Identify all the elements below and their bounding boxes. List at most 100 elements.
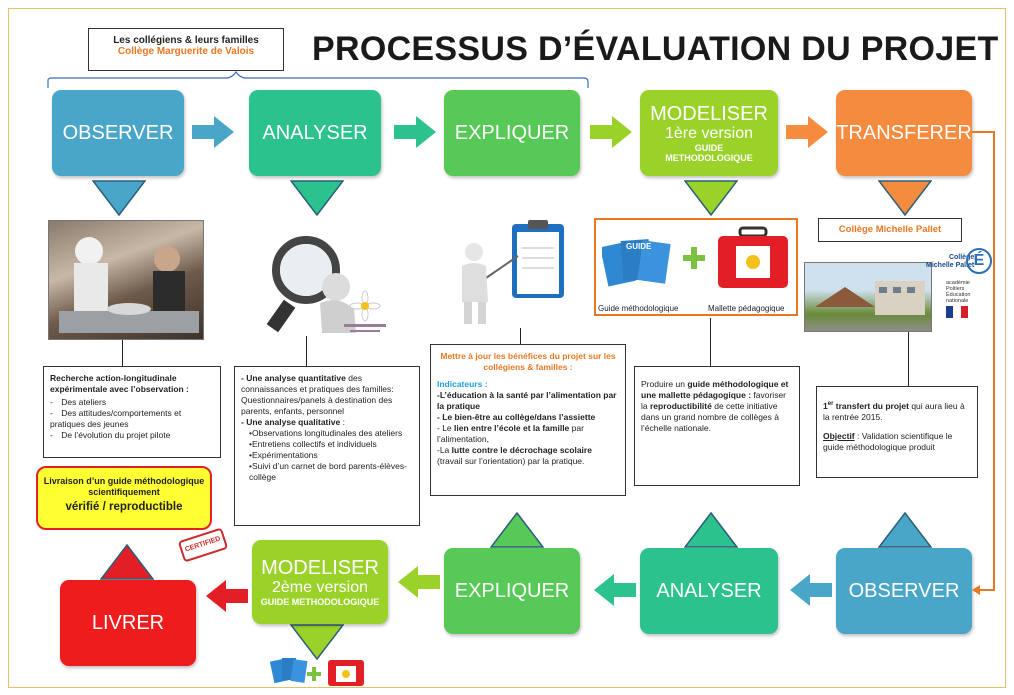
triangle-down-icon (290, 624, 344, 660)
college-logo-letter: É (966, 248, 992, 274)
guide-book-label: GUIDE (626, 242, 652, 251)
observer-list: - Des ateliers - Des attitudes/comportem… (50, 397, 214, 441)
stage-modeliser-bottom: MODELISER 2ème version GUIDE METHODOLOGI… (252, 540, 388, 624)
analyser-item: •Expérimentations (249, 450, 318, 460)
analyser-item: •Entretiens collectifs et individuels (249, 439, 377, 449)
stage-label: OBSERVER (62, 121, 174, 144)
observer-item: - De l’évolution du projet pilote (50, 430, 171, 440)
analyser-list: •Observations longitudinales des atelier… (241, 428, 413, 483)
observer-item: - Des attitudes/comportements et pratiqu… (50, 408, 182, 429)
stage-guide-label: GUIDE METHODOLOGIQUE (260, 596, 380, 607)
analyser-quant: - Une analyse quantitative des connaissa… (241, 373, 394, 416)
stage-expliquer-bottom: EXPLIQUER (444, 548, 580, 634)
transfer-description: 1er transfert du projet qui aura lieu à … (816, 386, 978, 478)
triangle-down-icon (92, 180, 146, 216)
stage-label: OBSERVER (848, 579, 960, 602)
plus-icon (683, 247, 705, 269)
indicator-item: -L’éducation à la santé par l’alimentati… (437, 390, 617, 411)
cooking-kids-image (59, 237, 199, 333)
stage-label: EXPLIQUER (454, 121, 570, 144)
stage-guide-label: GUIDE METHODOLOGIQUE (665, 142, 753, 163)
arrow-left-icon (594, 574, 636, 606)
guide-kit-box: GUIDE Guide méthodologique Mallette péda… (594, 218, 798, 316)
stage-label: MODELISER (650, 102, 768, 125)
arrow-left-icon (206, 580, 248, 612)
stage-livrer: LIVRER (60, 580, 196, 666)
kit-caption: Mallette pédagogique (708, 304, 785, 313)
connector-line (520, 328, 521, 344)
expliquer-title: Mettre à jour les bénéfices du projet su… (440, 351, 616, 372)
connector-line (306, 336, 307, 366)
observer-lead: Recherche action-longitudinale expérimen… (50, 373, 189, 394)
stage-transferer: TRANSFERER (836, 90, 972, 176)
analyser-qual: - Une analyse qualitative : (241, 417, 345, 427)
feedback-connector (972, 131, 995, 595)
stage-label: ANALYSER (262, 121, 368, 144)
connector-line (908, 332, 909, 386)
page-title: PROCESSUS D’ÉVALUATION DU PROJET (312, 30, 999, 68)
logo-text: Collège (948, 254, 975, 261)
college-name: Collège Marguerite de Valois (117, 46, 255, 57)
academy-text: Poitiers (946, 286, 965, 292)
livraison-box: Livraison d’un guide méthodologique scie… (36, 466, 212, 530)
analyser-item: •Observations longitudinales des atelier… (249, 428, 403, 438)
stage-label: LIVRER (91, 611, 165, 634)
arrow-right-icon (786, 116, 828, 148)
audience-label: Les collégiens & leurs familles (113, 35, 259, 46)
logo-text: Michelle Pallet (926, 262, 975, 269)
triangle-up-icon (100, 544, 154, 580)
academy-text: Éducation (946, 292, 971, 298)
indicators-label: Indicateurs : (437, 379, 488, 389)
guide-caption: Guide méthodologique (598, 304, 679, 313)
livraison-highlight: vérifié / reproductible (65, 501, 183, 513)
arrow-right-icon (394, 116, 436, 148)
triangle-down-icon (290, 180, 344, 216)
transfer-objective: Objectif : Validation scientifique le gu… (823, 430, 953, 452)
indicator-item: - Le lien entre l’école et la famille pa… (437, 423, 584, 444)
triangle-down-icon (684, 180, 738, 216)
triangle-down-icon (878, 180, 932, 216)
stage-analyser-bottom: ANALYSER (640, 548, 778, 634)
audience-box: Les collégiens & leurs familles Collège … (88, 28, 284, 71)
arrow-right-icon (590, 116, 632, 148)
indicator-item: - Le bien-être au collège/dans l’assiett… (437, 412, 596, 422)
observer-photo (48, 220, 204, 340)
triangle-up-icon (878, 512, 932, 548)
guide-kit-small-icon (269, 658, 364, 686)
stage-modeliser-top: MODELISER 1ère version GUIDE METHODOLOGI… (640, 90, 778, 176)
stage-observer-top: OBSERVER (52, 90, 184, 176)
livraison-text: Livraison d’un guide méthodologique scie… (43, 476, 205, 497)
expliquer-description: Mettre à jour les bénéfices du projet su… (430, 344, 626, 496)
triangle-up-icon (684, 512, 738, 548)
stage-observer-bottom: OBSERVER (836, 548, 972, 634)
indicator-item: -La lutte contre le décrochage scolaire … (437, 445, 592, 466)
arrow-right-icon (192, 116, 234, 148)
transfer-lead: 1er transfert du projet qui aura lieu à … (823, 400, 965, 422)
observer-item: - Des ateliers (50, 397, 107, 407)
presenter-clipboard-image (452, 218, 570, 328)
stage-version: 2ème version (271, 578, 369, 596)
connector-line (122, 340, 123, 366)
college-pallet-label: Collège Michelle Pallet (818, 218, 962, 242)
academy-text: nationale (946, 298, 969, 304)
stage-expliquer-top: EXPLIQUER (444, 90, 580, 176)
college-building-photo (804, 262, 932, 332)
arrow-left-icon (790, 574, 832, 606)
arrow-left-icon (398, 566, 440, 598)
stage-analyser-top: ANALYSER (249, 90, 381, 176)
analyser-item: •Suivi d’un carnet de bord parents-élève… (249, 461, 407, 482)
connector-line (710, 318, 711, 366)
stage-label: MODELISER (261, 556, 379, 579)
stage-label: EXPLIQUER (454, 579, 570, 602)
stage-label: ANALYSER (656, 579, 762, 602)
academy-text: académie (946, 280, 970, 286)
triangle-up-icon (490, 512, 544, 548)
flower-logo-icon (344, 290, 386, 332)
stage-label: TRANSFERER (836, 121, 972, 144)
academy-logo: académie Poitiers Éducation nationale (946, 280, 970, 304)
observer-description: Recherche action-longitudinale expérimen… (43, 366, 221, 458)
analyser-description: - Une analyse quantitative des connaissa… (234, 366, 420, 526)
french-flag-icon (946, 306, 968, 318)
modeliser-description: Produire un guide méthodologique et une … (634, 366, 800, 486)
brace (47, 70, 589, 88)
